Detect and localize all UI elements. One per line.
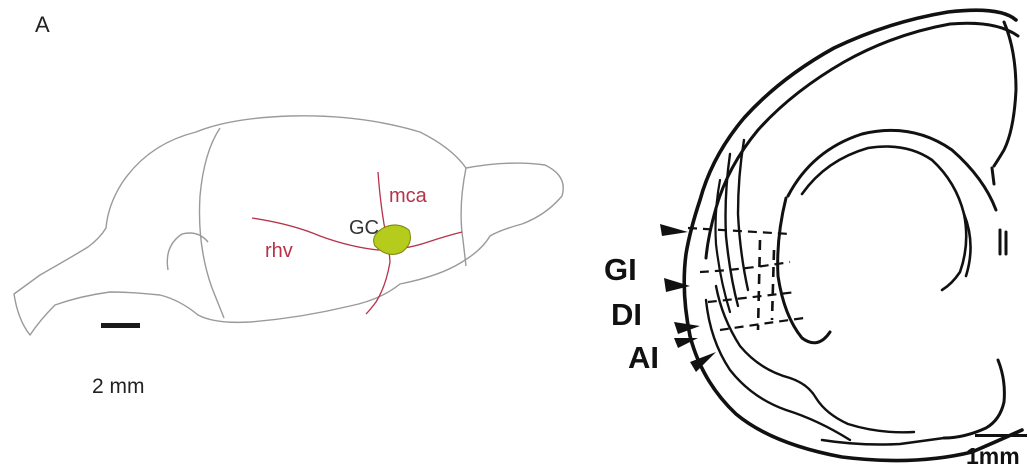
panel-letter: A <box>35 14 50 36</box>
label-gi: GI <box>604 254 637 285</box>
ventricle-outer <box>788 130 996 210</box>
scale-bar-right-label: 1mm <box>966 445 1020 468</box>
outer-contour-inner <box>706 23 1018 258</box>
label-mca: mca <box>389 186 427 206</box>
inner-right-wall <box>992 168 994 184</box>
insular-deep-layer <box>716 286 914 432</box>
midline-right-tick <box>1000 230 1006 254</box>
label-gc: GC <box>349 218 379 238</box>
right-hemisphere-lateral <box>994 22 1016 166</box>
label-di: DI <box>611 299 642 330</box>
label-ai: AI <box>628 342 659 373</box>
arrowhead-gi <box>660 224 688 236</box>
midline-bottom <box>944 360 1004 438</box>
outer-contour <box>684 10 1022 460</box>
ventricle-inner <box>802 147 966 291</box>
scale-bar-left-label: 2 mm <box>92 376 145 397</box>
vertical-dashed-1 <box>758 240 760 330</box>
vertical-dashed-2 <box>772 250 774 320</box>
label-rhv: rhv <box>265 241 293 261</box>
scale-bar-right <box>975 434 1027 437</box>
bottom-arc <box>822 438 944 445</box>
scale-bar-left <box>101 323 140 328</box>
